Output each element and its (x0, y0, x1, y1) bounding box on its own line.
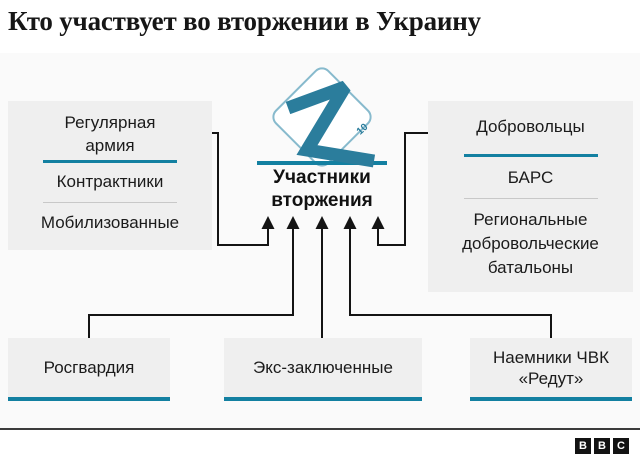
group-heading: Регулярная армия (64, 113, 156, 155)
bbc-logo-letter: B (575, 438, 591, 454)
footer-divider (0, 428, 640, 430)
group-item: БАРС (507, 168, 554, 187)
group-box-rosgvardia: Росгвардия (8, 338, 170, 401)
group-item: Мобилизованные (40, 213, 180, 232)
group-heading: Росгвардия (43, 358, 135, 377)
heading-underline (463, 154, 598, 157)
page-title: Кто участвует во вторжении в Украину (8, 6, 481, 36)
group-box-mercenaries: Наемники ЧВК «Редут» (470, 338, 632, 401)
center-underline (257, 161, 387, 165)
bbc-logo-letter: C (613, 438, 629, 454)
item-divider (43, 202, 177, 203)
group-item: Контрактники (56, 172, 164, 191)
group-heading: Наемники ЧВК «Редут» (493, 347, 609, 388)
center-node-label: Участники вторжения (271, 167, 373, 211)
z-symbol-icon (285, 80, 376, 168)
group-item: Региональные добровольческие батальоны (462, 210, 599, 277)
item-divider (463, 198, 598, 199)
group-box-regular-army: Регулярная армия Контрактники Мобилизова… (8, 101, 212, 250)
heading-underline (43, 160, 177, 163)
bbc-logo-letter: B (594, 438, 610, 454)
group-box-volunteers: Добровольцы БАРС Региональные добровольч… (428, 101, 633, 292)
group-box-ex-prisoners: Экс-заключенные (224, 338, 422, 401)
group-heading: Добровольцы (476, 117, 585, 136)
group-heading: Экс-заключенные (253, 358, 393, 377)
